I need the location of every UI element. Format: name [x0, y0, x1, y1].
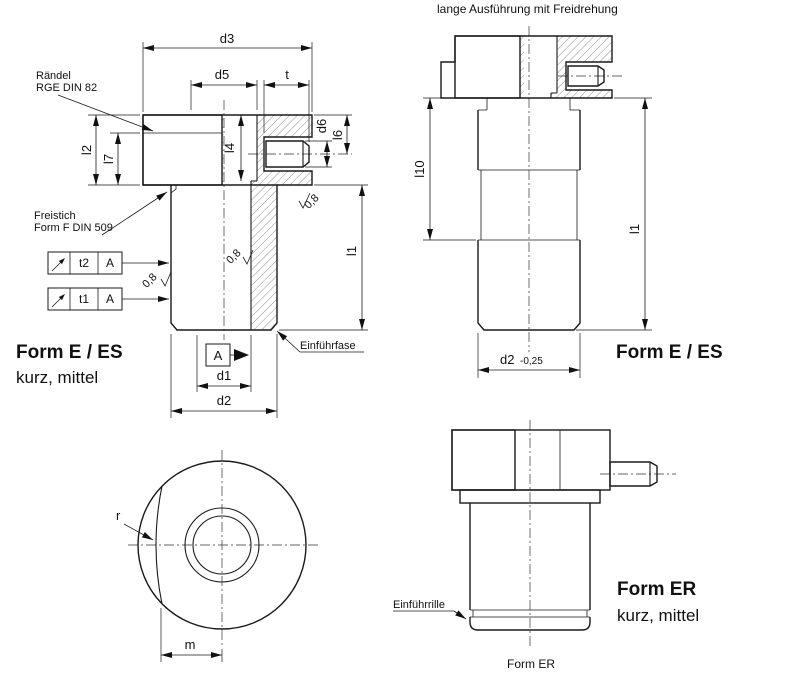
tolerance-value: t2: [79, 256, 89, 270]
figure-caption-bottom: Form ER: [507, 657, 555, 671]
datum-triangle-icon: [234, 349, 249, 361]
runout-symbol-arrowhead: [58, 258, 65, 265]
dim-label-d1: d1: [217, 368, 231, 383]
dim-label-d3: d3: [220, 31, 234, 46]
l10-extension-lines: [423, 97, 476, 241]
dim-label-d2: d2: [500, 352, 514, 367]
datum-label: A: [214, 348, 223, 363]
body-outline: [170, 185, 278, 331]
freistich-note-line1: Freistich: [34, 210, 76, 222]
dim-label-m: m: [185, 637, 196, 652]
knurl-surface: [454, 35, 521, 99]
t-extension-lines: [263, 80, 310, 142]
dim-label-l6: l6: [330, 130, 345, 140]
surface-finish-icon: [298, 192, 311, 209]
d2-extension-lines: [170, 334, 278, 418]
roughness-value: 0,8: [224, 247, 243, 266]
tolerance-frame-dividers: [69, 288, 99, 310]
dim-label-l7: l7: [101, 154, 116, 164]
freidrehung-relief-lines: [478, 169, 580, 241]
runout-symbol-icon: [51, 262, 61, 272]
l1-extension-lines: [576, 97, 652, 331]
tolerance-frame-t1: t1 A: [47, 287, 169, 311]
r-leader: [123, 523, 154, 541]
dim-label-d6: d6: [314, 119, 329, 133]
roughness-value: 0,8: [302, 192, 321, 211]
d1-extension-lines: [196, 335, 252, 392]
einfuehrrille-note: Einführrille: [393, 599, 445, 611]
dim-label-t: t: [285, 67, 289, 82]
figure-title: Form E / ES: [16, 342, 123, 363]
freistich-leader: [101, 191, 168, 236]
dim-label-l1: l1: [627, 224, 642, 234]
figure-form-er: Einführrille Form ER kurz, mittel Form E…: [393, 420, 699, 671]
outer-diameter-circle: [137, 460, 307, 630]
dim-label-l2: l2: [79, 145, 94, 155]
roughness-value: 0,8: [140, 271, 159, 290]
bore-circle: [192, 515, 252, 575]
grip-groove-arc: [155, 485, 163, 605]
dim-label-r: r: [116, 508, 121, 523]
l1-extension-lines: [279, 184, 368, 331]
freistich-note-line2: Form F DIN 509: [34, 222, 113, 234]
tolerance-datum: A: [106, 256, 114, 270]
freistich-undercut: [170, 185, 177, 194]
raendel-leader: [57, 94, 154, 132]
head-outline: [440, 35, 613, 99]
head-outline: [142, 114, 313, 186]
head-outline: [451, 429, 611, 491]
neck-relief-lines: [478, 98, 580, 111]
figure-caption-top: lange Ausführung mit Freidrehung: [437, 2, 618, 16]
knurl-surface: [142, 114, 223, 186]
tolerance-value: t1: [79, 292, 89, 306]
einfuehrfase-leader: [276, 330, 301, 353]
einfuehrrille-groove-lines: [470, 609, 590, 618]
figure-title: Form E / ES: [616, 342, 723, 363]
figure-title: Form ER: [617, 579, 696, 600]
dim-label-l1: l1: [344, 246, 359, 256]
raendel-note-line2: RGE DIN 82: [36, 82, 97, 94]
figure-form-e-es-section: d3 d5 t l2 l7 l4 d6 l6 l1 d1: [16, 31, 368, 418]
body-outline: [469, 503, 591, 610]
body-outline: [477, 110, 581, 331]
head-section-hatch: [222, 115, 312, 185]
dim-label-l10: l10: [412, 160, 427, 177]
flange: [459, 489, 601, 504]
runout-symbol-arrowhead: [58, 294, 65, 301]
tolerance-frame-t2: t2 A: [47, 251, 169, 275]
bottom-lip-outline: [469, 617, 591, 631]
tolerance-datum: A: [106, 292, 114, 306]
einfuehrrille-leader: [453, 610, 467, 620]
m-extension-lines: [160, 608, 223, 662]
dim-label-d5: d5: [215, 67, 229, 82]
figure-long-version-section: lange Ausführung mit Freidrehung l10 l1 …: [412, 2, 723, 378]
dim-label-d2: d2: [217, 393, 231, 408]
raendel-note-line1: Rändel: [36, 70, 71, 82]
tolerance-frame-dividers: [69, 252, 99, 274]
surface-finish-icon: [242, 249, 254, 265]
figure-subtitle: kurz, mittel: [617, 606, 699, 625]
figure-subtitle: kurz, mittel: [16, 368, 98, 387]
einfuehrfase-note: Einführfase: [300, 340, 356, 352]
runout-symbol-icon: [51, 298, 61, 308]
chamfer-circle: [184, 507, 260, 583]
dim-label-d2-tolerance: -0,25: [520, 356, 543, 367]
d3-extension-lines: [142, 42, 313, 112]
figure-front-view: r m: [116, 450, 318, 662]
dim-label-l4: l4: [222, 143, 237, 153]
surface-finish-icon: [160, 271, 172, 287]
bore-lines: [550, 36, 558, 98]
body-section-hatch: [251, 185, 277, 330]
knurl-surface: [451, 429, 516, 491]
